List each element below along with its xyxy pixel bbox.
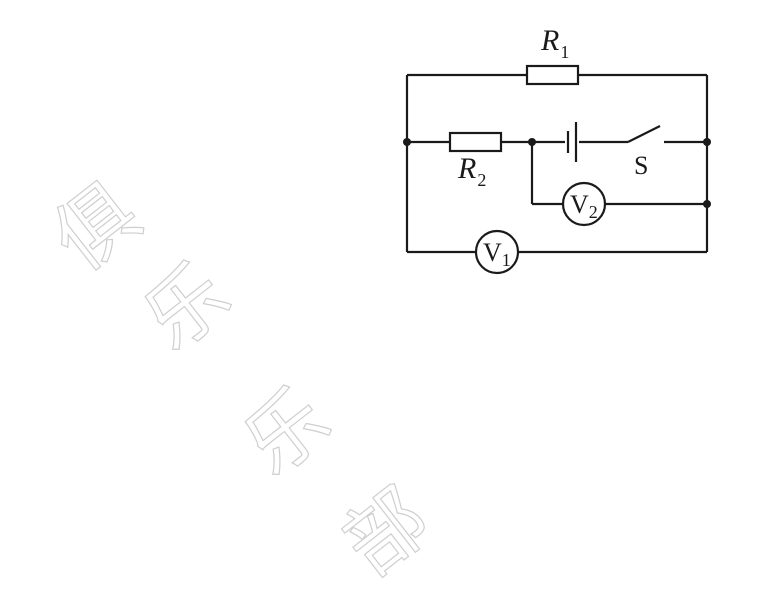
watermark-char-2: 乐 xyxy=(126,246,246,369)
watermark-char-1: 俱 xyxy=(36,166,156,289)
v2-label: V2 xyxy=(570,190,598,222)
v1-label: V1 xyxy=(483,238,511,270)
junction-right-bottom xyxy=(703,200,711,208)
junction-right-top xyxy=(703,138,711,146)
voltmeter-v1: V1 xyxy=(474,229,520,275)
switch-s: S xyxy=(627,125,661,180)
wires xyxy=(405,73,709,254)
junction-middle xyxy=(528,138,536,146)
junction-nodes xyxy=(403,138,711,208)
resistor-r1: R1 xyxy=(525,24,580,86)
resistor-r2: R2 xyxy=(448,131,503,190)
watermark: 俱 乐 乐 部 xyxy=(36,165,447,593)
junction-left xyxy=(403,138,411,146)
watermark-char-3: 乐 xyxy=(226,371,346,494)
watermark-char-4: 部 xyxy=(326,471,446,593)
switch-label: S xyxy=(634,151,648,180)
r2-label: R2 xyxy=(457,152,486,190)
voltmeter-v2: V2 xyxy=(561,181,607,227)
battery-symbol xyxy=(566,122,578,162)
r1-label: R1 xyxy=(540,24,569,62)
